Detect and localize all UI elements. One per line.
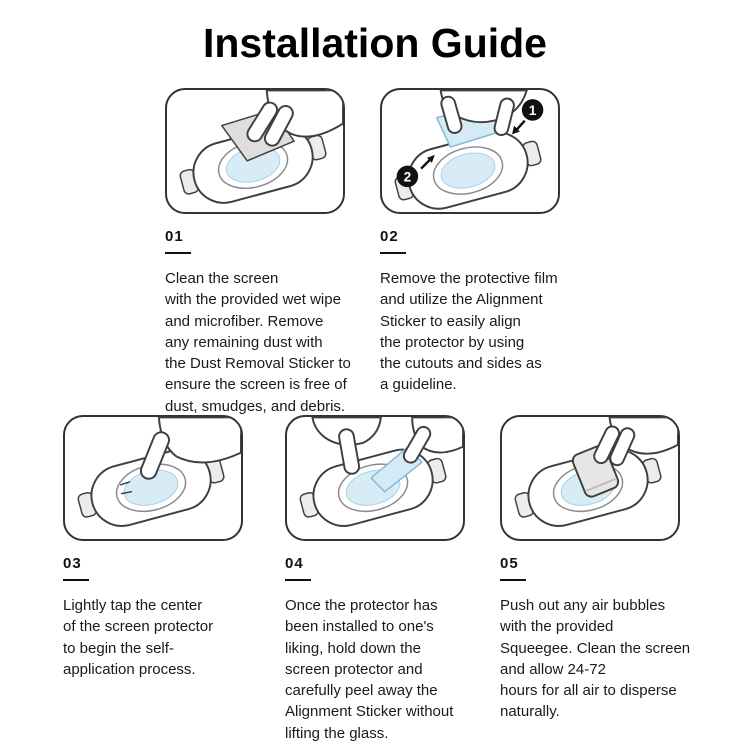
badge-2: 2 — [396, 154, 435, 188]
step-number: 01 — [165, 228, 184, 245]
step-description: Push out any air bubbles with the provid… — [500, 597, 691, 721]
step-number-underline — [500, 579, 526, 581]
step-description: Once the protector has been installed to… — [285, 597, 454, 742]
step-panel-02: 1 2 — [380, 88, 560, 214]
step-number: 02 — [380, 228, 399, 245]
step-number-underline — [380, 252, 406, 254]
step-description: Remove the protective film and utilize t… — [380, 270, 558, 394]
step-panel-03 — [63, 415, 243, 541]
arrow-head-icon — [512, 125, 520, 135]
step-number: 04 — [285, 555, 304, 572]
device-illustration — [394, 131, 542, 210]
illustration-step-04-peel-alignment-sticker — [299, 417, 463, 527]
illustration-step-05-squeegee — [514, 417, 678, 527]
step-description: Lightly tap the center of the screen pro… — [63, 597, 214, 678]
device-illustration — [299, 448, 447, 527]
arrow-head-icon — [426, 154, 435, 163]
step-block-05: 05 Push out any air bubbles with the pro… — [500, 415, 690, 723]
step-block-04: 04 Once the protector has been installed… — [285, 415, 465, 744]
step-panel-05 — [500, 415, 680, 541]
hand-illustration-press — [311, 417, 382, 475]
page-title: Installation Guide — [203, 20, 547, 66]
tap-marks-icon — [120, 481, 133, 495]
illustration-step-02-align-protector: 1 2 — [394, 90, 544, 210]
step-block-01: 01 Clean the screen with the provided we… — [165, 88, 351, 417]
hand-illustration-peel — [402, 417, 463, 464]
illustration-step-03-tap-center — [77, 417, 241, 527]
hand-illustration — [246, 90, 343, 147]
device-illustration — [77, 448, 225, 527]
step-block-03: 03 Lightly tap the center of the screen … — [63, 415, 243, 680]
step-number: 03 — [63, 555, 82, 572]
step-description: Clean the screen with the provided wet w… — [165, 270, 351, 415]
step-number-underline — [63, 579, 89, 581]
hand-illustration — [139, 417, 241, 480]
step-number-underline — [285, 579, 311, 581]
step-panel-01 — [165, 88, 345, 214]
step-panel-04 — [285, 415, 465, 541]
hand-illustration — [593, 417, 678, 467]
step-number-underline — [165, 252, 191, 254]
illustration-step-01-clean-screen — [179, 90, 343, 204]
arrow-icon — [515, 119, 526, 132]
arrow-icon — [420, 157, 432, 170]
svg-text:2: 2 — [404, 169, 412, 184]
step-block-02: 1 2 02 Remove the protective film and ut… — [380, 88, 560, 396]
hand-illustration — [439, 90, 528, 136]
svg-text:1: 1 — [529, 103, 537, 118]
badge-1: 1 — [512, 99, 544, 135]
step-number: 05 — [500, 555, 519, 572]
